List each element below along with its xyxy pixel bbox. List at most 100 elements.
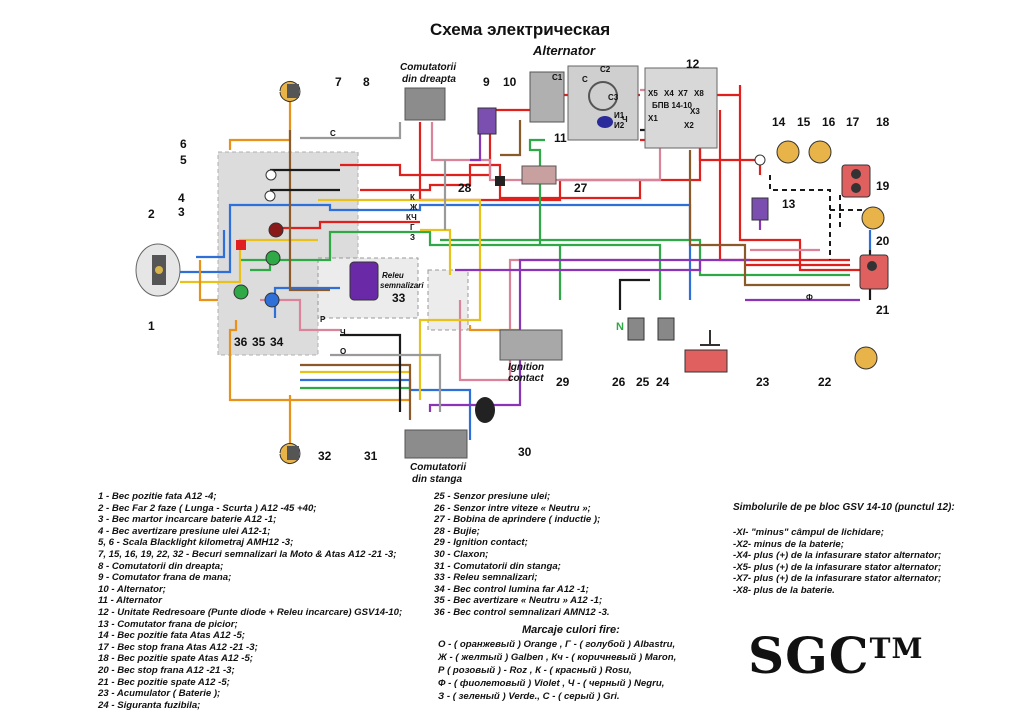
- legend-item: 28 - Bujie;: [434, 525, 480, 537]
- svg-text:X2: X2: [684, 121, 694, 130]
- legend-item: 9 - Comutator frana de mana;: [98, 572, 232, 584]
- svg-text:X4: X4: [664, 89, 674, 98]
- svg-text:И1: И1: [614, 111, 625, 120]
- legend-item: 8 - Comutatorii din dreapta;: [98, 560, 224, 572]
- horn-30: [475, 397, 495, 423]
- svg-text:Ч: Ч: [340, 328, 346, 337]
- svg-text:С: С: [330, 129, 336, 138]
- number-10: 10: [503, 75, 517, 89]
- number-27: 27: [574, 181, 588, 195]
- bpv-caption: БПВ 14-10: [652, 101, 693, 110]
- ignition-caption-2: contact: [508, 373, 544, 384]
- number-4: 4: [178, 191, 185, 205]
- tail-lamp-20-21: [859, 254, 889, 290]
- component-numbers: 1 2 3 4 5 6 7 8 9 10 11 12 13 14 15 16 1…: [148, 57, 890, 463]
- gsv-legend-item: -X7- plus (+) de la infasurare stator al…: [733, 573, 942, 585]
- number-16: 16: [822, 115, 836, 129]
- color-legend-item: Р ( розовый ) - Roz , К - ( красный ) Ro…: [438, 665, 632, 676]
- number-33: 33: [392, 291, 406, 305]
- tail-lamp-17: [851, 169, 861, 179]
- number-20: 20: [876, 234, 890, 248]
- headlight-bulb-1: [155, 266, 163, 274]
- svg-text:К: К: [410, 193, 415, 202]
- svg-text:N: N: [616, 321, 624, 333]
- svg-text:Ч: Ч: [622, 115, 628, 124]
- legend-item: 4 - Bec avertizare presiune ulei A12-1;: [98, 525, 271, 537]
- svg-text:Ф: Ф: [806, 293, 813, 302]
- alternator-stator-icon: [588, 81, 618, 111]
- components-legend: 1 - Bec pozitie fata A12 -4; 2 - Bec Far…: [98, 491, 402, 711]
- gsv-legend-item: -XI- "minus" câmpul de lichidare;: [733, 527, 884, 538]
- left-switch-31: [404, 429, 468, 459]
- number-36: 36: [234, 335, 248, 349]
- svg-text:З: З: [410, 233, 415, 242]
- beam-lamp-34: [264, 292, 280, 308]
- color-legend-item: Ж - ( желтый ) Galben , Кч - ( коричневы…: [438, 652, 677, 663]
- legend-item: 11 - Alternator: [98, 595, 162, 607]
- svg-text:X7: X7: [678, 89, 688, 98]
- svg-text:Р: Р: [320, 315, 326, 324]
- svg-text:C: C: [582, 75, 588, 84]
- number-34: 34: [270, 335, 284, 349]
- lamp-14: [754, 154, 766, 166]
- legend-item: 27 - Bobina de aprindere ( inductie );: [434, 514, 601, 526]
- colors-legend-title: Marcaje culori fire:: [522, 624, 620, 636]
- number-3: 3: [178, 205, 185, 219]
- oil-sensor-25: [657, 317, 675, 341]
- gsv-legend-title: Simbolurile de pe bloc GSV 14-10 (punctu…: [733, 502, 955, 513]
- legend-item: 23 - Acumulator ( Baterie );: [98, 688, 221, 700]
- gsv-legend-item: -X8- plus de la baterie.: [733, 584, 835, 596]
- lamp-15: [776, 140, 800, 164]
- legend-item: 29 - Ignition contact;: [434, 537, 528, 549]
- legend-item: 14 - Bec pozitie fata Atas A12 -5;: [98, 630, 245, 642]
- flasher-relay-33: [349, 261, 379, 301]
- components-legend-2: 25 - Senzor presiune ulei; 26 - Senzor i…: [434, 491, 610, 619]
- gsv-legend: -XI- "minus" câmpul de lichidare; -X2- m…: [733, 527, 941, 597]
- tail-lamp-17-18: [841, 164, 871, 198]
- number-9: 9: [483, 75, 490, 89]
- scale-lamp-6: [265, 169, 277, 181]
- number-1: 1: [148, 319, 155, 333]
- number-5: 5: [180, 153, 187, 167]
- rectifier-unit-12: [644, 67, 718, 149]
- brake-switch-13: [751, 197, 769, 221]
- number-23: 23: [756, 375, 770, 389]
- legend-item: 7, 15, 16, 19, 22, 32 - Becuri semnaliza…: [98, 548, 397, 560]
- svg-text:КЧ: КЧ: [406, 213, 417, 222]
- number-31: 31: [364, 449, 378, 463]
- logo-trademark: TM: [869, 632, 924, 665]
- alternator-11: [567, 65, 639, 141]
- color-legend-item: Ф - ( фиолетовый ) Violet , Ч - ( черный…: [438, 678, 665, 689]
- charge-lamp-3: [236, 240, 246, 250]
- number-19: 19: [876, 179, 890, 193]
- svg-text:И2: И2: [614, 121, 625, 130]
- right-switch-caption-2: din dreapta: [402, 74, 456, 85]
- legend-item: 36 - Bec control semnalizari AMN12 -3.: [434, 606, 610, 618]
- number-12: 12: [686, 57, 700, 71]
- legend-item: 20 - Bec stop frana A12 -21 -3;: [98, 664, 235, 676]
- legend-item: 25 - Senzor presiune ulei;: [434, 491, 551, 502]
- neutral-lamp-35: [265, 250, 281, 266]
- tail-lamp-18: [851, 183, 861, 193]
- svg-text:Г: Г: [410, 223, 415, 232]
- number-28: 28: [458, 181, 472, 195]
- lamp-22: [854, 346, 878, 370]
- lamp-19: [861, 206, 885, 230]
- number-26: 26: [612, 375, 626, 389]
- number-32: 32: [318, 449, 332, 463]
- legend-item: 31 - Comutatorii din stanga;: [434, 560, 561, 572]
- battery-23: [684, 349, 728, 373]
- fuse-24: [700, 330, 720, 346]
- gsv-legend-item: -X2- minus de la baterie;: [733, 538, 844, 550]
- legend-item: 34 - Bec control lumina far A12 -1;: [434, 583, 589, 595]
- number-30: 30: [518, 445, 532, 459]
- diagram-title: Схема электрическая: [430, 20, 610, 39]
- number-24: 24: [656, 375, 670, 389]
- number-29: 29: [556, 375, 570, 389]
- legend-item: 17 - Bec stop frana Atas A12 -21 -3;: [98, 641, 258, 653]
- legend-item: 13 - Comutator frana de picior;: [98, 618, 238, 630]
- neutral-sensor-26: [627, 317, 645, 341]
- relay-caption-1: Releu: [382, 271, 404, 280]
- alternator-10: [529, 71, 565, 123]
